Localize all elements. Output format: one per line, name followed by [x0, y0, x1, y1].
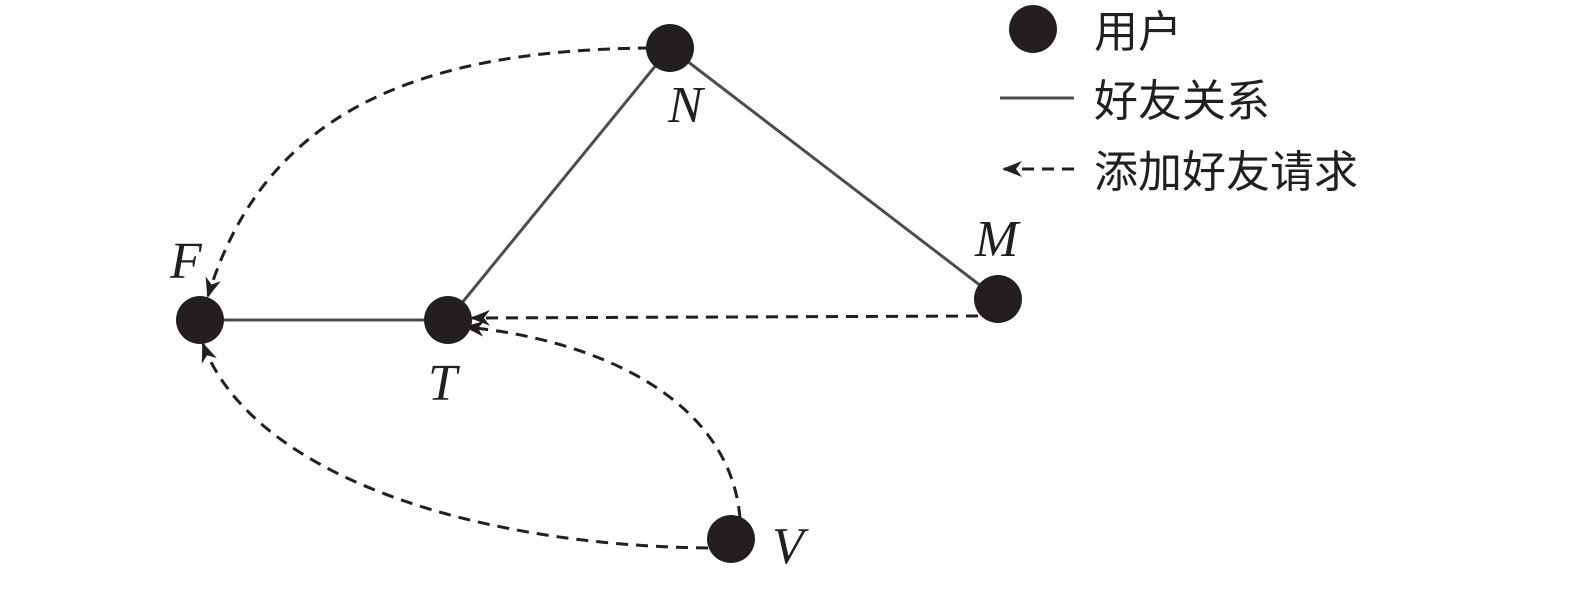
request-edge-v-t — [464, 320, 742, 519]
node-labels: N M F T V — [169, 77, 1021, 575]
friend-edge-n-m — [669, 46, 999, 301]
legend-friend-label: 好友关系 — [1094, 76, 1270, 127]
node-label-m: M — [974, 211, 1021, 268]
node-v — [707, 515, 755, 563]
node-m — [974, 275, 1022, 323]
node-t — [424, 296, 472, 344]
node-label-t: T — [428, 355, 460, 412]
friend-edges — [200, 46, 999, 322]
legend-user-label: 用户 — [1094, 7, 1182, 58]
request-edge-v-f — [201, 342, 709, 550]
node-label-n: N — [667, 77, 706, 134]
legend-user-swatch — [1009, 5, 1057, 53]
request-edge-m-t — [470, 309, 979, 326]
legend: 用户 好友关系 添加好友请求 — [1000, 5, 1358, 198]
request-edge-n-f — [205, 46, 651, 298]
node-label-v: V — [772, 518, 809, 575]
node-f — [176, 296, 224, 344]
friend-edge-n-t — [446, 47, 672, 321]
node-label-f: F — [169, 233, 203, 290]
legend-request-label: 添加好友请求 — [1094, 147, 1358, 198]
node-n — [646, 24, 694, 72]
request-edges — [201, 46, 979, 550]
nodes — [176, 24, 1022, 563]
